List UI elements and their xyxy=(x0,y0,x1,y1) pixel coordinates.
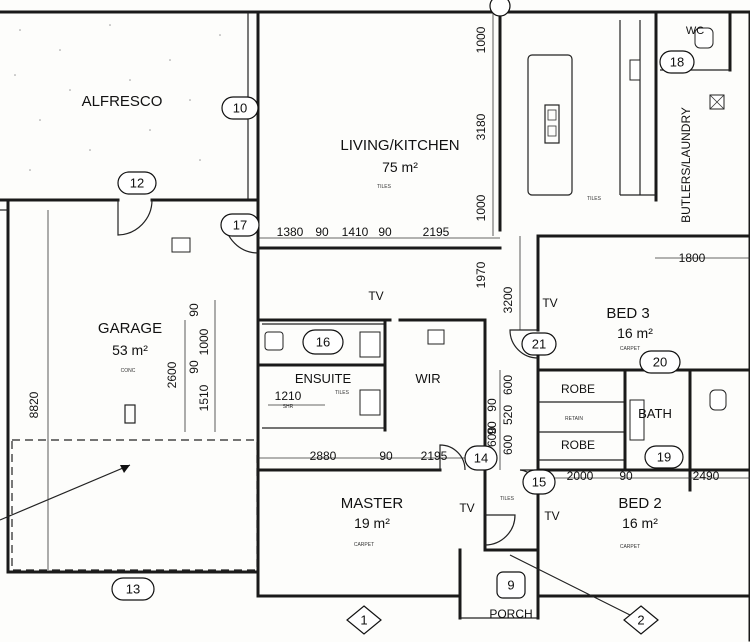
tv-label: TV xyxy=(542,296,557,310)
room-bed2-area: 16 m² xyxy=(622,515,658,531)
marker: 10 xyxy=(233,101,247,116)
room-bed3-area: 16 m² xyxy=(617,325,653,341)
marker: 13 xyxy=(126,582,140,597)
dim-label: 90 xyxy=(379,449,393,463)
garage-door-outline xyxy=(0,404,258,571)
dim-label: 2000 xyxy=(567,469,594,483)
tv-labels: TV TV TV TV xyxy=(368,289,559,523)
finish-label: TILES xyxy=(587,196,602,202)
dim-label: 90 xyxy=(485,421,499,435)
finish-label: CARPET xyxy=(354,542,374,548)
finish-label: TILES xyxy=(335,390,350,396)
dim-label: 1000 xyxy=(197,328,211,355)
marker: 12 xyxy=(130,176,144,191)
dim-label: 90 xyxy=(619,469,633,483)
room-ensuite: ENSUITE xyxy=(295,371,352,386)
tv-label: TV xyxy=(459,501,474,515)
dim-label: 3200 xyxy=(501,286,515,313)
room-butlers-laundry: BUTLERS/LAUNDRY xyxy=(679,107,693,223)
tv-label: TV xyxy=(368,289,383,303)
fixtures xyxy=(171,27,727,441)
dim-label: 600 xyxy=(485,427,499,447)
finish-label: TILES xyxy=(500,496,515,502)
marker: 1 xyxy=(360,613,367,628)
room-alfresco: ALFRESCO xyxy=(82,93,163,110)
marker: 17 xyxy=(233,218,247,233)
dimension-labels: 1380 90 1410 90 2195 1000 3180 1000 1970… xyxy=(27,26,720,483)
tv-label: TV xyxy=(544,509,559,523)
dim-label: 90 xyxy=(485,398,499,412)
room-living-kitchen-area: 75 m² xyxy=(382,159,418,175)
dim-label: 1210 xyxy=(275,389,302,403)
finish-label: SHR xyxy=(283,404,294,410)
finish-label: RETAIN xyxy=(565,416,583,422)
dim-label: 1800 xyxy=(679,251,706,265)
marker: 20 xyxy=(653,355,667,370)
finish-label: CARPET xyxy=(620,544,640,550)
finish-label: TILES xyxy=(377,184,392,190)
dim-label: 90 xyxy=(378,225,392,239)
room-labels: ALFRESCO LIVING/KITCHEN 75 m² GARAGE 53 … xyxy=(82,25,705,621)
dim-label: 2600 xyxy=(165,361,179,388)
dim-label: 2195 xyxy=(421,449,448,463)
room-bed3: BED 3 xyxy=(606,305,649,322)
dim-label: 1410 xyxy=(342,225,369,239)
room-wc: WC xyxy=(686,25,704,37)
north-marker xyxy=(489,0,511,17)
room-master-area: 19 m² xyxy=(354,515,390,531)
reference-markers: 10 12 17 16 13 1 2 9 14 15 18 21 20 19 xyxy=(111,50,695,635)
marker: 18 xyxy=(670,55,684,70)
room-robe-1: ROBE xyxy=(561,382,595,396)
finish-label: CONC xyxy=(121,368,136,374)
dimension-lines xyxy=(47,12,750,570)
dim-label: 90 xyxy=(315,225,329,239)
dim-label: 1000 xyxy=(474,26,488,53)
room-bed2: BED 2 xyxy=(618,495,661,512)
room-wir: WIR xyxy=(415,371,440,386)
dim-label: 1970 xyxy=(474,261,488,288)
room-garage: GARAGE xyxy=(98,320,162,337)
marker: 16 xyxy=(316,335,330,350)
dim-label: 2195 xyxy=(423,225,450,239)
marker: 19 xyxy=(657,450,671,465)
room-living-kitchen: LIVING/KITCHEN xyxy=(340,137,459,154)
room-porch: PORCH xyxy=(489,607,532,621)
dim-label: 90 xyxy=(187,360,201,374)
marker: 14 xyxy=(474,451,488,466)
floor-finish-labels: TILES TILES CONC CARPET TILES SHR CARPET… xyxy=(121,184,641,550)
dim-label: 520 xyxy=(501,405,515,425)
dim-label: 90 xyxy=(187,303,201,317)
dim-label: 600 xyxy=(501,375,515,395)
dim-label: 2880 xyxy=(310,449,337,463)
room-robe-2: ROBE xyxy=(561,438,595,452)
room-garage-area: 53 m² xyxy=(112,342,148,358)
dim-label: 600 xyxy=(501,435,515,455)
room-bath: BATH xyxy=(638,406,672,421)
dim-label: 1000 xyxy=(474,194,488,221)
interior-walls xyxy=(256,10,750,552)
marker: 21 xyxy=(532,337,546,352)
dim-label: 1380 xyxy=(277,225,304,239)
dim-label: 3180 xyxy=(474,113,488,140)
marker: 15 xyxy=(532,475,546,490)
marker: 9 xyxy=(507,578,514,593)
dim-label: 8820 xyxy=(27,391,41,418)
finish-label: CARPET xyxy=(620,346,640,352)
dim-label: 2490 xyxy=(693,469,720,483)
dim-label: 1510 xyxy=(197,384,211,411)
room-master: MASTER xyxy=(341,495,404,512)
marker: 2 xyxy=(637,613,644,628)
